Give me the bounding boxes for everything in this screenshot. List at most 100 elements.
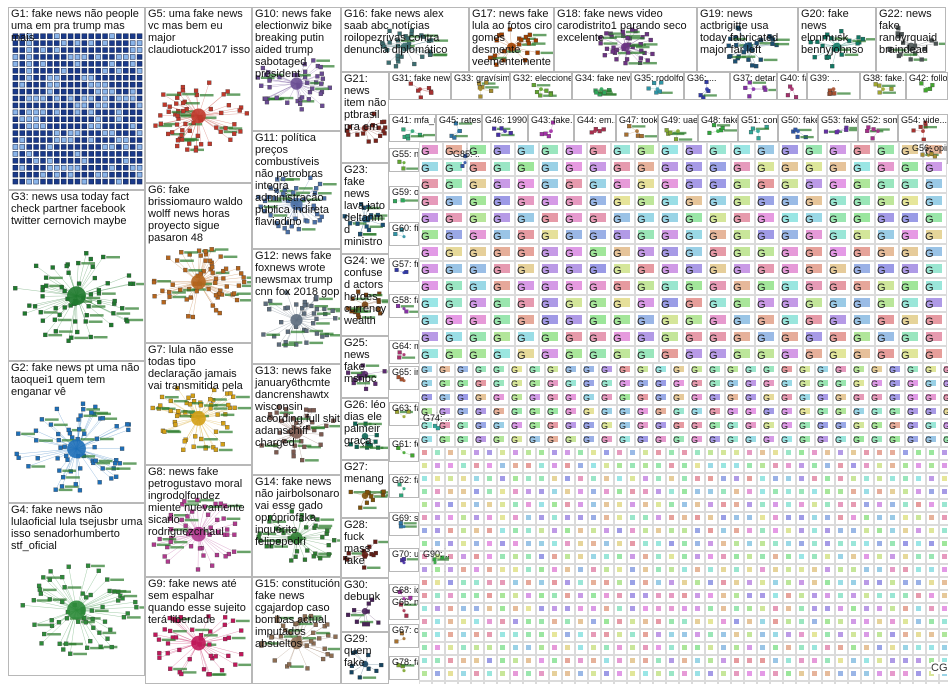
cluster-label: G27: menang (344, 461, 388, 485)
cluster-panel-g24: G24: we confused actors heroes currency … (341, 254, 389, 336)
svg-text:G: G (469, 214, 478, 226)
cluster-label: G16: fake news alex saab abc notícias ro… (344, 8, 468, 56)
svg-text:G: G (757, 299, 766, 311)
svg-text:G: G (589, 282, 598, 294)
svg-text:G: G (781, 299, 790, 311)
svg-text:G: G (421, 316, 430, 328)
small-cluster-panel: G36: ... (684, 72, 730, 100)
small-cluster-panel: G45: rates... (436, 114, 482, 142)
svg-text:G: G (673, 379, 680, 389)
svg-text:G: G (853, 393, 860, 403)
svg-text:G: G (469, 299, 478, 311)
svg-text:G: G (871, 435, 878, 445)
svg-text:G: G (685, 282, 694, 294)
svg-text:G: G (547, 365, 554, 375)
svg-text:G: G (901, 197, 910, 209)
svg-text:G: G (709, 197, 718, 209)
svg-text:G: G (541, 265, 550, 277)
svg-text:G: G (457, 435, 464, 445)
small-cluster-label: G37: detar... (733, 73, 777, 83)
svg-text:G: G (673, 435, 680, 445)
svg-text:G: G (733, 316, 742, 328)
svg-text:G: G (781, 379, 788, 389)
svg-text:G: G (469, 231, 478, 243)
small-cluster-panel: G33: gravísimo... (451, 72, 510, 100)
svg-text:G: G (661, 146, 670, 158)
svg-text:G: G (757, 197, 766, 209)
svg-text:G: G (565, 197, 574, 209)
svg-text:G: G (799, 365, 806, 375)
svg-text:G: G (877, 333, 886, 345)
svg-text:G: G (547, 421, 554, 431)
svg-text:G: G (565, 248, 574, 260)
svg-text:G: G (655, 407, 662, 417)
small-cluster-label: G78: fak... (392, 657, 419, 667)
svg-text:G: G (469, 180, 478, 192)
svg-text:G: G (733, 248, 742, 260)
svg-text:G: G (589, 316, 598, 328)
svg-text:G: G (757, 248, 766, 260)
svg-text:G: G (853, 350, 862, 362)
svg-text:G: G (709, 421, 716, 431)
cluster-label: G22: news fake randyrquaid braindead (879, 8, 945, 56)
svg-text:G: G (673, 407, 680, 417)
svg-text:G: G (637, 316, 646, 328)
small-cluster-label: G39: ... (810, 73, 840, 83)
svg-text:G: G (781, 146, 790, 158)
cluster-label: G19: news actbrigitte usa today fabricat… (700, 8, 797, 56)
svg-text:G: G (445, 350, 454, 362)
small-cluster-label: G57: fra... (392, 259, 419, 269)
svg-text:G: G (727, 407, 734, 417)
small-cluster-label: G59: os... (392, 187, 419, 197)
svg-text:G: G (541, 248, 550, 260)
svg-text:G: G (517, 265, 526, 277)
small-cluster-panel: G31: fake news... (389, 72, 451, 100)
tiny-cluster-grid: GGGGGGGGGGGGGGGGGGGGGGGGGGGGGGGGGGGGGGGG… (419, 142, 948, 684)
cluster-panel-g12: G12: news fake foxnews wrote newsmax tru… (252, 249, 341, 364)
svg-text:G: G (637, 365, 644, 375)
svg-text:G: G (493, 379, 500, 389)
svg-text:G: G (805, 248, 814, 260)
svg-text:G: G (511, 379, 518, 389)
svg-text:G: G (517, 248, 526, 260)
svg-text:G: G (709, 435, 716, 445)
cluster-panel-g1: G1: fake news não people uma em pra trum… (8, 7, 145, 190)
svg-text:G: G (529, 365, 536, 375)
svg-text:G: G (805, 265, 814, 277)
svg-text:G: G (673, 421, 680, 431)
svg-text:G: G (709, 163, 718, 175)
svg-text:G: G (445, 180, 454, 192)
svg-text:G: G (673, 393, 680, 403)
svg-text:G: G (709, 214, 718, 226)
svg-text:G: G (439, 365, 446, 375)
svg-text:G: G (565, 393, 572, 403)
svg-text:G: G (829, 248, 838, 260)
svg-text:G: G (907, 393, 914, 403)
cluster-label: G4: fake news não lulaoficial lula tseju… (11, 504, 144, 552)
svg-text:G: G (835, 393, 842, 403)
svg-text:G: G (709, 407, 716, 417)
cluster-label: G6: fake brissiomauro waldo wolff news h… (148, 184, 251, 244)
svg-text:G: G (457, 407, 464, 417)
svg-text:G: G (421, 231, 430, 243)
svg-text:G: G (541, 333, 550, 345)
svg-text:G: G (805, 146, 814, 158)
svg-text:G: G (829, 333, 838, 345)
svg-text:G: G (907, 379, 914, 389)
cluster-label: G1: fake news não people uma em pra trum… (11, 8, 144, 44)
small-cluster-label: G54: vide... (901, 115, 947, 125)
svg-text:G: G (943, 393, 948, 403)
svg-text:G: G (799, 407, 806, 417)
svg-text:G: G (541, 180, 550, 192)
small-cluster-label: G68: idg... (392, 585, 419, 595)
svg-text:G: G (541, 163, 550, 175)
svg-text:G: G (661, 197, 670, 209)
svg-text:G: G (421, 282, 430, 294)
svg-text:G: G (733, 333, 742, 345)
svg-text:G: G (661, 214, 670, 226)
svg-text:G: G (709, 299, 718, 311)
svg-text:G: G (565, 180, 574, 192)
small-cluster-panel: G48: fake... (698, 114, 738, 142)
svg-text:G: G (541, 282, 550, 294)
cluster-label: G3: news usa today fact check partner fa… (11, 191, 144, 227)
